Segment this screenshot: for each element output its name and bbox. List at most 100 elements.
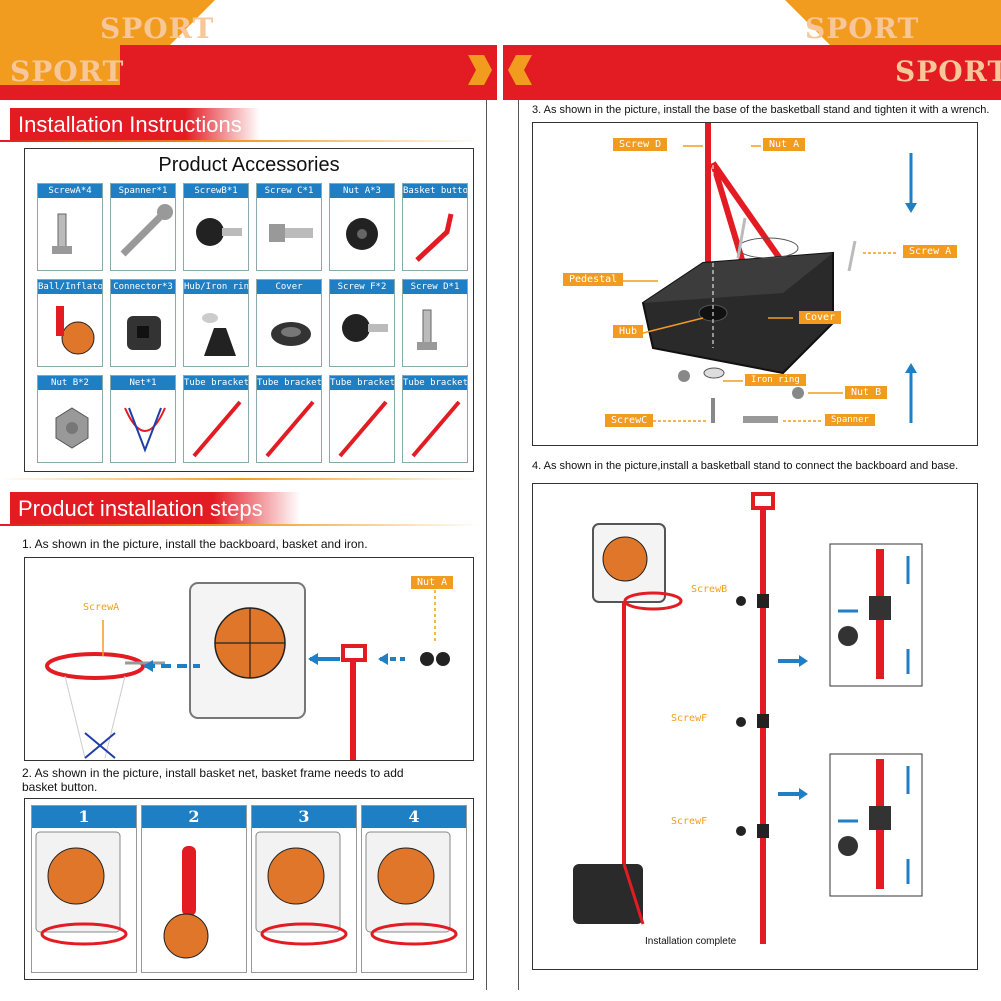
accessory-item: Nut B*2 bbox=[37, 375, 103, 463]
accessory-label: Tube bracket B*2 bbox=[257, 376, 321, 390]
step3-figure: Screw D Nut A Screw A Pedestal Hub Cover… bbox=[532, 122, 978, 446]
cover-icon bbox=[271, 322, 311, 346]
accessory-item: ScrewB*1 bbox=[183, 183, 249, 271]
steps-title-bar: Product installation steps bbox=[10, 492, 300, 526]
sport-word-left-1: SPORT bbox=[100, 12, 215, 45]
steps-title: Product installation steps bbox=[18, 496, 263, 521]
accessory-label: Hub/Iron ring bbox=[184, 280, 248, 294]
ball-icon bbox=[56, 306, 95, 355]
step2-panel: 1 bbox=[31, 805, 137, 973]
spanner-icon bbox=[120, 204, 173, 257]
tag-nut-a: Nut A bbox=[763, 138, 806, 151]
accessory-item: Cover bbox=[256, 279, 322, 367]
accessory-label: Ball/Inflator bbox=[38, 280, 102, 294]
step2-text-line2: basket button. bbox=[22, 780, 98, 794]
step4-figure: ScrewB ScrewF ScrewF Installation comple… bbox=[532, 483, 978, 970]
step2-panel-illustration bbox=[255, 831, 348, 946]
accessory-label: ScrewA*4 bbox=[38, 184, 102, 198]
tag-screw-b: ScrewB bbox=[691, 584, 728, 595]
sport-word-right-2: SPORT bbox=[895, 55, 1001, 88]
accessory-label: Tube bracket C*1 bbox=[330, 376, 394, 390]
accessory-item: Tube bracket A*1 bbox=[183, 375, 249, 463]
accessory-item: Screw C*1 bbox=[256, 183, 322, 271]
accessory-label: ScrewB*1 bbox=[184, 184, 248, 198]
tag-nut-a: Nut A bbox=[411, 576, 454, 589]
title-underline bbox=[0, 140, 480, 142]
step1-text: 1. As shown in the picture, install the … bbox=[22, 537, 368, 551]
step2-panel-number: 4 bbox=[362, 806, 466, 828]
accessory-label: Screw C*1 bbox=[257, 184, 321, 198]
step2-panel: 4 bbox=[361, 805, 467, 973]
accessory-label: Connector*3 bbox=[111, 280, 175, 294]
tag-screw-a: ScrewA bbox=[83, 602, 120, 613]
accessory-item: Basket button*7 bbox=[402, 183, 468, 271]
tube-icon bbox=[411, 400, 461, 458]
screw-icon bbox=[417, 309, 437, 350]
tag-spanner: Spanner bbox=[825, 414, 875, 426]
accessory-item: Tube bracket D*2 bbox=[402, 375, 468, 463]
accessories-title: Product Accessories bbox=[158, 154, 340, 176]
step2-panel: 3 bbox=[251, 805, 357, 973]
installation-title-bar: Installation Instructions bbox=[10, 108, 260, 142]
tag-pedestal: Pedestal bbox=[563, 273, 624, 286]
header-band: SPORT SPORT SPORT SPORT bbox=[0, 0, 1001, 100]
accessory-item: Ball/Inflator bbox=[37, 279, 103, 367]
step3-text: 3. As shown in the picture, install the … bbox=[532, 104, 990, 116]
accessory-label: Screw D*1 bbox=[403, 280, 467, 294]
tag-screw-d: Screw D bbox=[613, 138, 668, 151]
accessory-label: Spanner*1 bbox=[111, 184, 175, 198]
tube-icon bbox=[192, 400, 242, 458]
hex-nut-icon bbox=[55, 407, 89, 449]
accessory-item: Net*1 bbox=[110, 375, 176, 463]
tube-icon bbox=[265, 400, 315, 458]
accessory-label: Tube bracket A*1 bbox=[184, 376, 248, 390]
nut-icon bbox=[346, 218, 378, 250]
step2-panel: 2 bbox=[141, 805, 247, 973]
accessory-item: Connector*3 bbox=[110, 279, 176, 367]
sport-word-right-1: SPORT bbox=[805, 12, 920, 45]
bolt-icon bbox=[269, 224, 313, 242]
accessory-item: Spanner*1 bbox=[110, 183, 176, 271]
sport-word-left-2: SPORT bbox=[10, 55, 125, 88]
step2-panel-number: 3 bbox=[252, 806, 356, 828]
accessory-label: Basket button*7 bbox=[403, 184, 467, 198]
hook-icon bbox=[415, 213, 454, 262]
step2-panel-illustration bbox=[365, 831, 458, 946]
accessory-item: Nut A*3 bbox=[329, 183, 395, 271]
knob-screw-icon bbox=[342, 314, 388, 342]
rim-shape bbox=[45, 652, 145, 680]
accessory-item: ScrewA*4 bbox=[37, 183, 103, 271]
accessory-item: Screw D*1 bbox=[402, 279, 468, 367]
step2-panel-illustration bbox=[35, 831, 128, 946]
tag-nut-b: Nut B bbox=[845, 386, 888, 399]
accessory-label: Nut A*3 bbox=[330, 184, 394, 198]
left-page bbox=[0, 100, 487, 990]
tag-cover: Cover bbox=[799, 311, 842, 324]
accessory-item: Hub/Iron ring bbox=[183, 279, 249, 367]
tag-screw-f-1: ScrewF bbox=[671, 713, 708, 724]
step2-panel-number: 1 bbox=[32, 806, 136, 828]
knob-screw-icon bbox=[196, 218, 242, 246]
net-icon bbox=[124, 407, 166, 453]
tag-screw-f-2: ScrewF bbox=[671, 816, 708, 827]
step2-panel-illustration bbox=[163, 846, 209, 959]
steps-underline bbox=[0, 524, 480, 526]
step4-text: 4. As shown in the picture,install a bas… bbox=[532, 460, 959, 472]
screw-icon bbox=[52, 213, 72, 254]
installation-title: Installation Instructions bbox=[18, 112, 242, 137]
right-page bbox=[518, 100, 1001, 990]
accessory-label: Cover bbox=[257, 280, 321, 294]
tag-screw-c: ScrewC bbox=[605, 414, 654, 427]
accessory-label: Nut B*2 bbox=[38, 376, 102, 390]
tag-hub: Hub bbox=[613, 325, 644, 338]
divider-line bbox=[0, 478, 480, 480]
accessory-label: Net*1 bbox=[111, 376, 175, 390]
step1-figure: ScrewA Nut A bbox=[24, 557, 474, 761]
tag-iron-ring: Iron ring bbox=[745, 374, 806, 386]
accessory-label: Screw F*2 bbox=[330, 280, 394, 294]
hub-icon bbox=[202, 313, 236, 356]
pole-shape bbox=[705, 123, 711, 343]
accessory-item: Screw F*2 bbox=[329, 279, 395, 367]
